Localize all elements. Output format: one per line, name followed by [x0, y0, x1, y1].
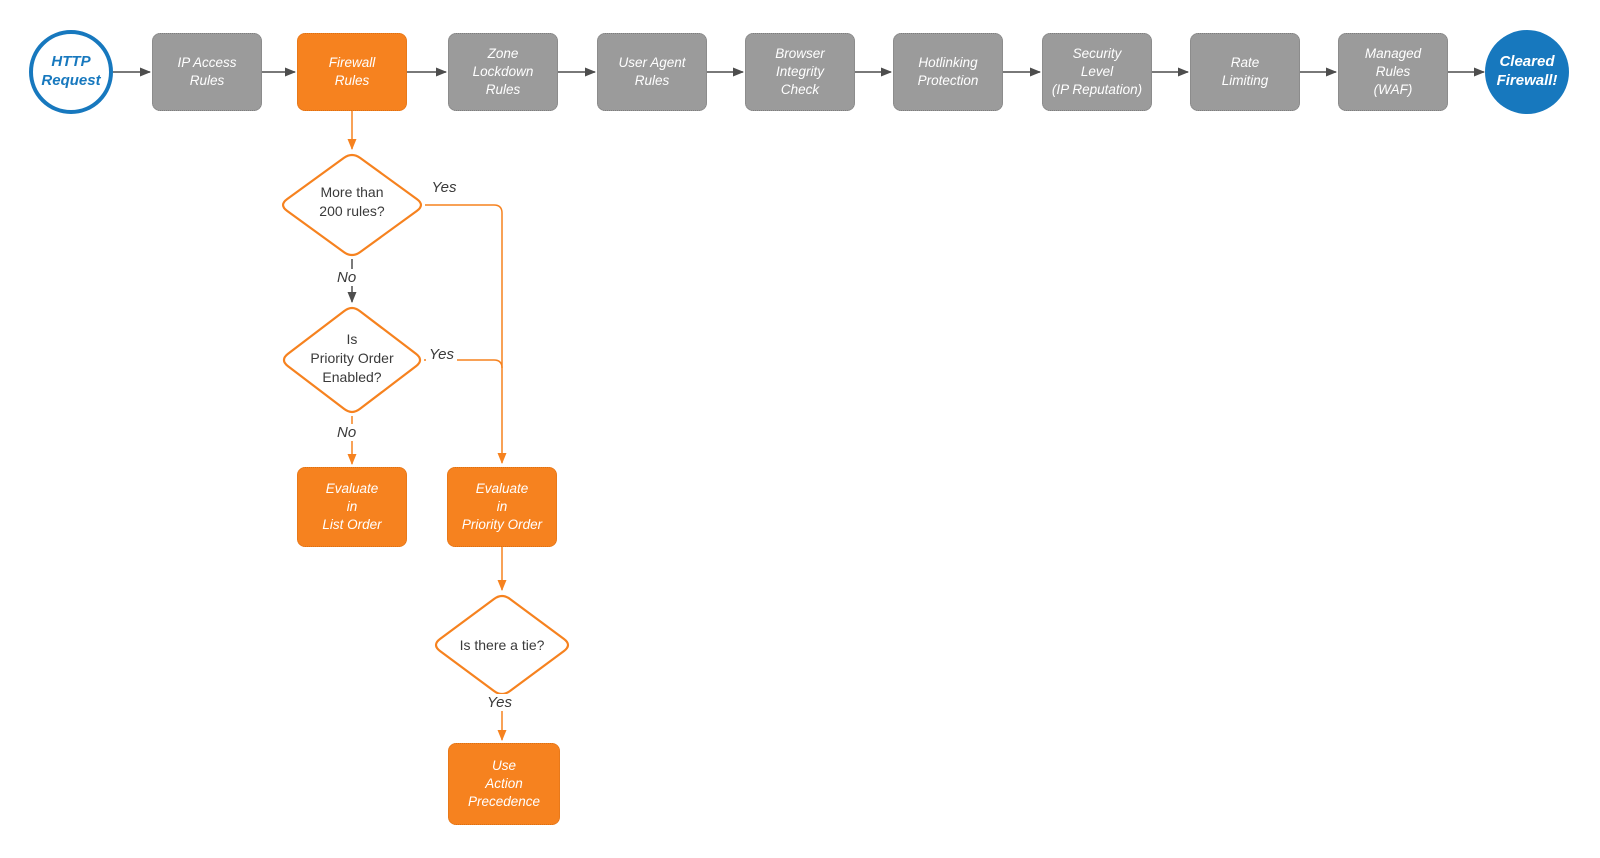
decision-diamond-priority-order-enabled: [282, 306, 422, 414]
node-hotlinking-protection: Hotlinking Protection: [893, 33, 1003, 111]
node-evaluate-in-priority-order: Evaluate in Priority Order: [447, 467, 557, 547]
decision-diamond-is-there-a-tie: [434, 594, 570, 696]
edge-label-no-priority-enabled: No: [334, 424, 360, 441]
node-evaluate-in-list-order: Evaluate in List Order: [297, 467, 407, 547]
edge-label-yes-200-rules: Yes: [431, 179, 457, 196]
edge-label-yes-tie: Yes: [484, 694, 516, 711]
edge-yes-priority-enabled-join: [424, 359, 503, 369]
node-firewall-rules: Firewall Rules: [297, 33, 407, 111]
node-managed-rules-waf: Managed Rules (WAF): [1338, 33, 1448, 111]
decision-diamond-more-than-200-rules: [281, 153, 423, 257]
decision-label-priority-order-enabled: Is Priority Order Enabled?: [310, 331, 394, 385]
node-cleared-firewall: Cleared Firewall!: [1485, 30, 1569, 114]
node-rate-limiting: Rate Limiting: [1190, 33, 1300, 111]
node-user-agent-rules: User Agent Rules: [597, 33, 707, 111]
edge-label-yes-priority-enabled: Yes: [426, 346, 458, 363]
edge-label-no-200-rules: No: [334, 269, 360, 286]
edge-yes-200-rules-to-priority-order-box: [425, 204, 507, 464]
node-http-request: HTTP Request: [29, 30, 113, 114]
decision-label-more-than-200-rules: More than 200 rules?: [319, 184, 385, 219]
node-ip-access-rules: IP Access Rules: [152, 33, 262, 111]
node-zone-lockdown-rules: Zone Lockdown Rules: [448, 33, 558, 111]
node-use-action-precedence: Use Action Precedence: [448, 743, 560, 825]
node-browser-integrity-check: Browser Integrity Check: [745, 33, 855, 111]
node-security-level-ip-reputation: Security Level (IP Reputation): [1042, 33, 1152, 111]
decision-label-is-there-a-tie: Is there a tie?: [459, 637, 545, 653]
